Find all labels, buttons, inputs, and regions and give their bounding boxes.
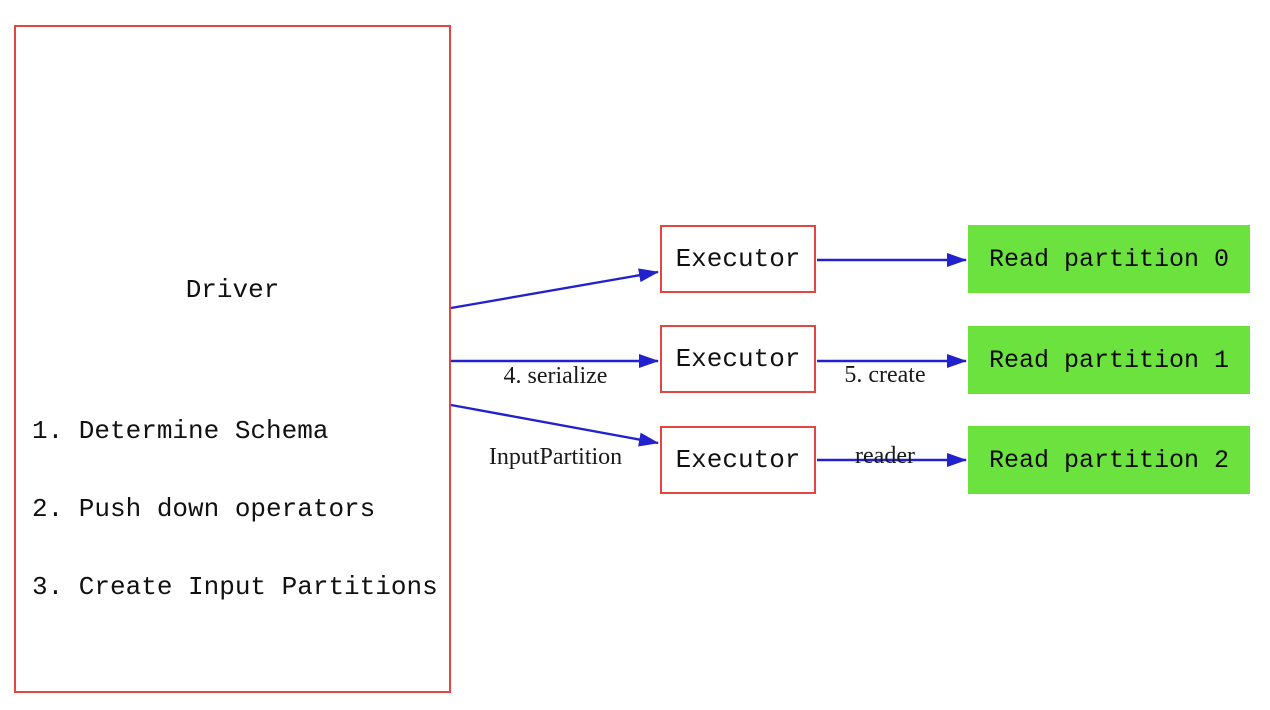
- executor-box-1: Executor: [660, 325, 816, 393]
- executor-label-0: Executor: [675, 244, 801, 274]
- driver-step-3: 3. Create Input Partitions: [32, 572, 438, 602]
- executor-label-1: Executor: [675, 344, 801, 374]
- read-partition-box-1: Read partition 1: [968, 326, 1250, 394]
- read-partition-box-0: Read partition 0: [968, 225, 1250, 293]
- executor-box-0: Executor: [660, 225, 816, 293]
- create-reader-label: 5. create reader: [800, 308, 970, 524]
- serialize-inputpartition-label: 4. serialize InputPartition: [448, 309, 663, 525]
- driver-title: Driver: [185, 275, 280, 305]
- arrow-driver-to-executor-2: [450, 403, 659, 447]
- arrow-driver-to-executor-0: [450, 268, 659, 310]
- read-partition-label-2: Read partition 2: [988, 445, 1230, 475]
- driver-step-2: 2. Push down operators: [32, 494, 376, 524]
- driver-step-1: 1. Determine Schema: [32, 416, 329, 446]
- serialize-label-line-1: 4. serialize: [503, 363, 608, 389]
- driver-box: Driver 1. Determine Schema 2. Push down …: [14, 25, 451, 693]
- create-reader-label-line-1: 5. create: [844, 362, 926, 388]
- serialize-label-line-2: InputPartition: [488, 444, 623, 470]
- executor-box-2: Executor: [660, 426, 816, 494]
- executor-label-2: Executor: [675, 445, 801, 475]
- driver-steps: 1. Determine Schema 2. Push down operato…: [32, 366, 438, 652]
- read-partition-label-1: Read partition 1: [988, 345, 1230, 375]
- read-partition-box-2: Read partition 2: [968, 426, 1250, 494]
- create-reader-label-line-2: reader: [855, 443, 915, 469]
- read-partition-label-0: Read partition 0: [988, 244, 1230, 274]
